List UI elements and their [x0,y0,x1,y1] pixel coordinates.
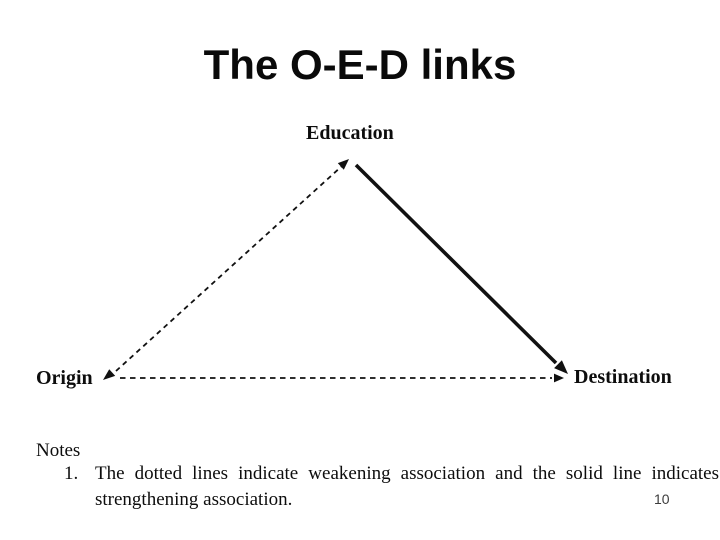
origin-education-edge [115,165,343,372]
arrowhead-to-education-icon [337,159,349,170]
arrowhead-to-destination-solid-icon [554,360,568,374]
destination-node-label: Destination [574,366,672,388]
origin-node-label: Origin [36,367,93,389]
arrowhead-to-origin-icon [103,369,116,380]
note-item-text-line1: The dotted lines indicate weakening asso… [95,463,719,484]
note-item-number: 1. [64,463,79,484]
education-destination-edge [354,163,558,365]
slide-title: The O-E-D links [203,41,517,88]
note-item-text-line2: strengthening association. [95,489,293,510]
page-number: 10 [654,491,670,507]
notes-heading: Notes [36,440,81,461]
education-node-label: Education [306,122,394,144]
arrowhead-to-destination-dashed-icon [554,373,564,383]
